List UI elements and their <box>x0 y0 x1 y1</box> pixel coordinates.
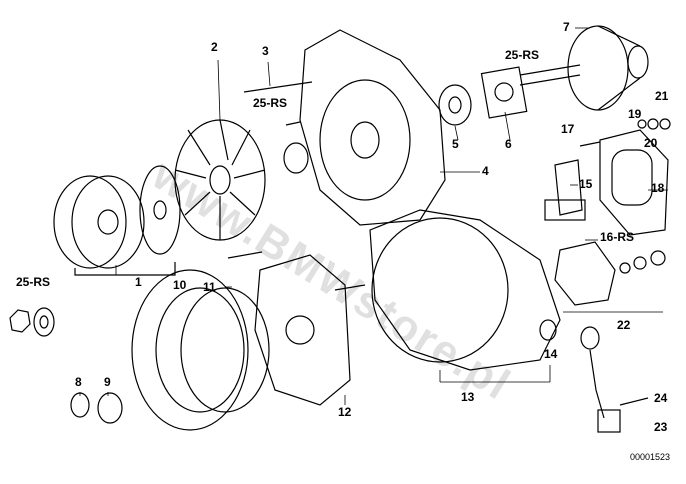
label-3: 3 <box>262 44 269 58</box>
label-6: 6 <box>505 137 512 151</box>
label-11: 11 <box>203 280 216 294</box>
rectifier <box>254 254 351 406</box>
nut-washer <box>9 307 55 337</box>
label-10: 10 <box>173 278 187 292</box>
label-18: 18 <box>651 181 665 195</box>
label-9: 9 <box>104 375 111 389</box>
label-8: 8 <box>75 375 82 389</box>
label-25-rs-top: 25-RS <box>253 96 288 110</box>
label-24: 24 <box>654 391 668 405</box>
label-16-rs: 16-RS <box>600 230 635 244</box>
front-housing <box>299 29 446 226</box>
label-13: 13 <box>461 390 475 404</box>
label-22: 22 <box>617 318 631 332</box>
stator <box>131 269 270 431</box>
pulley <box>53 165 181 269</box>
rotor <box>519 25 649 111</box>
rear-housing <box>369 209 561 371</box>
diagram-code: 00001523 <box>630 452 671 462</box>
label-25-rs-rotor: 25-RS <box>505 48 540 62</box>
label-5: 5 <box>452 137 459 151</box>
label-12: 12 <box>338 405 352 419</box>
label-1: 1 <box>135 275 142 289</box>
label-19: 19 <box>628 107 642 121</box>
label-20: 20 <box>644 136 658 150</box>
label-17: 17 <box>561 122 575 136</box>
label-4: 4 <box>482 164 489 178</box>
label-15: 15 <box>579 177 593 191</box>
label-25-rs-left: 25-RS <box>16 275 51 289</box>
label-2: 2 <box>211 40 218 54</box>
fan <box>174 119 266 241</box>
label-7: 7 <box>563 20 570 34</box>
label-21: 21 <box>655 89 669 103</box>
label-23: 23 <box>654 420 668 434</box>
label-14: 14 <box>544 347 558 361</box>
